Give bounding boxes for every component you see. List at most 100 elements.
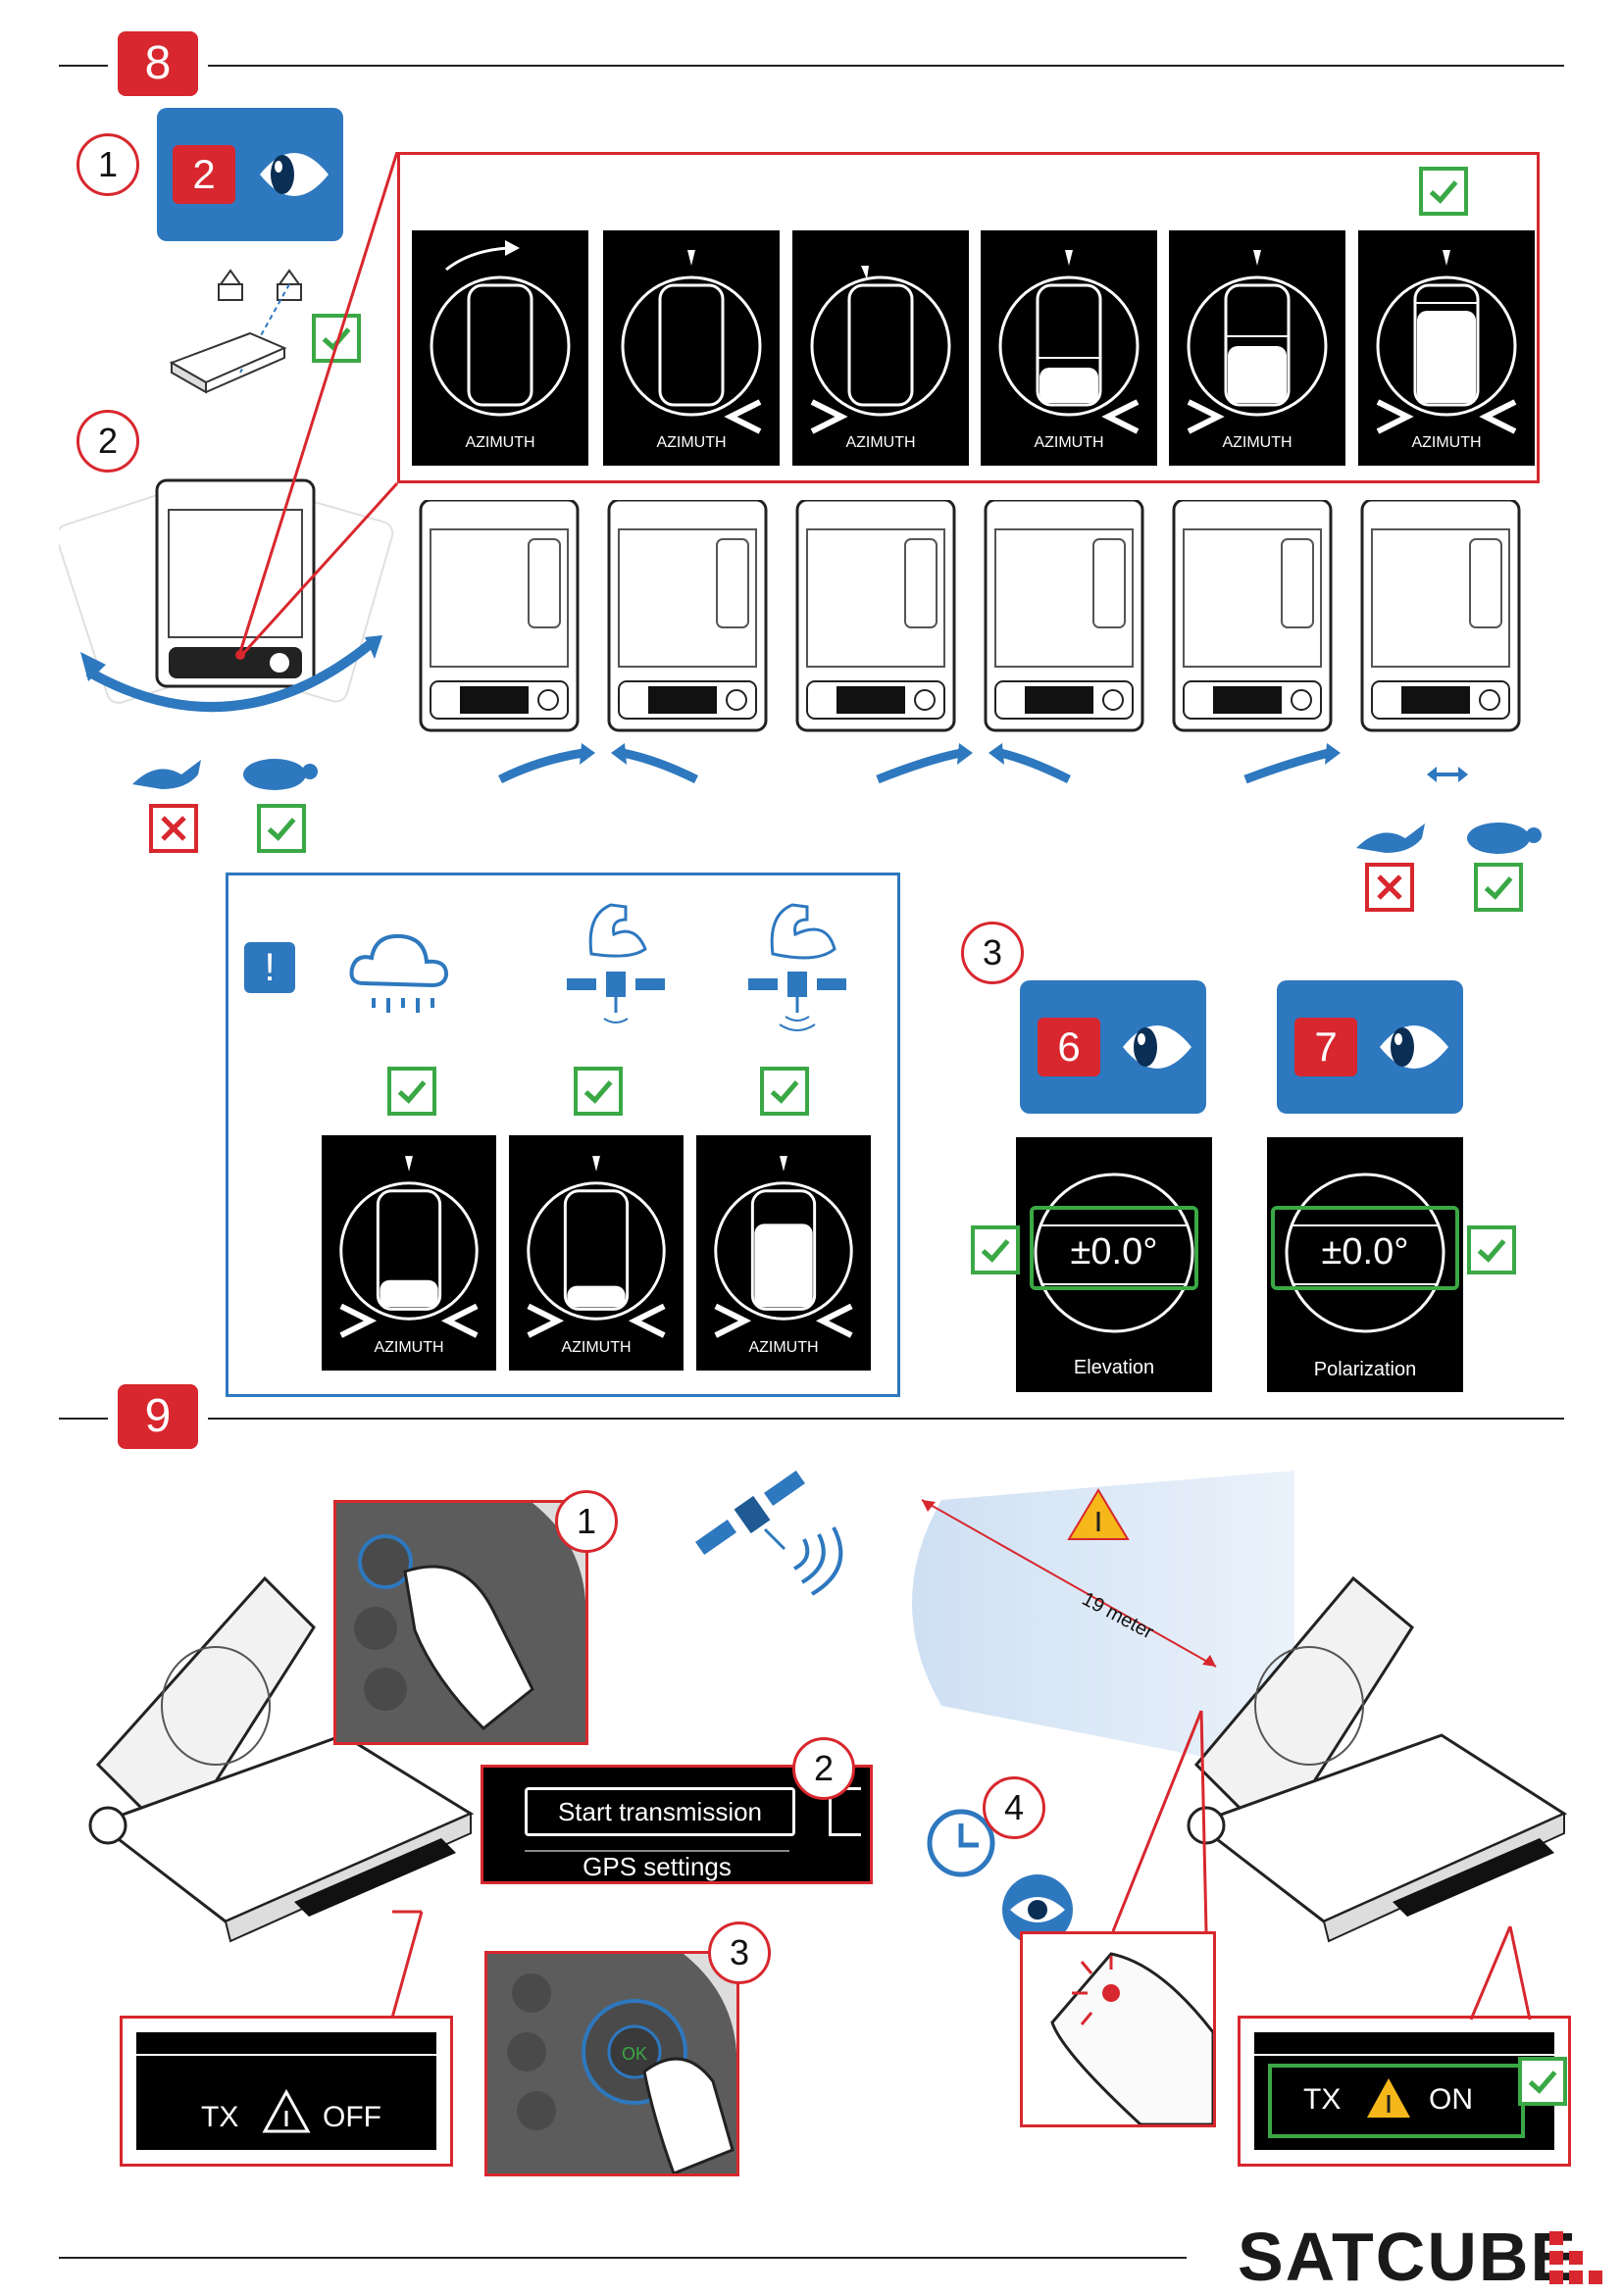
sub-step-2: 2 [76,410,139,473]
azimuth-dial-3: AZIMUTH [792,230,969,466]
check-icon [1474,863,1523,912]
x-icon [149,804,198,853]
elevation-display: ±0.0° Elevation [1016,1137,1212,1392]
step-9-badge: 9 [118,1384,198,1449]
warning-radiation-icon [262,2089,311,2133]
azimuth-label: AZIMUTH [656,434,727,451]
azimuth-dial-weak: AZIMUTH [322,1135,496,1371]
tx-on-screen: TX ON [1254,2032,1554,2150]
brand-logo-mark [1549,2231,1602,2284]
cloud-rain-icon [349,933,449,1013]
tx-on-frame: TX ON [1238,2016,1571,2167]
azimuth-dial-2: AZIMUTH [603,230,780,466]
menu-item-start-transmission[interactable]: Start transmission [525,1787,795,1836]
check-icon [387,1067,436,1116]
eye-icon [1380,1025,1448,1069]
callout-line [235,152,399,660]
eye-icon [1123,1025,1191,1069]
polarization-display: ±0.0° Polarization [1267,1137,1463,1392]
check-icon [257,804,306,853]
callout-line [1469,1925,1532,2021]
tx-off-screen: TX OFF [136,2032,436,2150]
azimuth-label: AZIMUTH [845,434,916,451]
hare-tortoise-icons [1356,823,1542,854]
signal-conditions-panel: ! AZIMUTH [226,873,900,1397]
tx-label: TX [1303,2083,1342,2116]
check-icon [971,1225,1020,1274]
led-indicator-callout [1020,1931,1216,2127]
azimuth-label: AZIMUTH [1222,434,1293,451]
callout-power-button [333,1500,588,1745]
azimuth-label: AZIMUTH [1411,434,1482,451]
hare-tortoise-icons [132,759,318,790]
eye-icon [260,153,329,196]
eye-icon [1002,1874,1073,1945]
check-icon [760,1067,809,1116]
satellite-icon [748,903,846,1031]
sub-step-1: 1 [76,133,139,196]
azimuth-label: AZIMUTH [465,434,535,451]
check-icon [312,314,361,363]
eye-badge-box: 7 [1277,980,1463,1114]
check-icon [1518,2057,1567,2106]
azimuth-sequence-frame [397,152,1540,483]
rotating-device-illustration [59,478,394,713]
callout-number-1: 1 [555,1490,618,1553]
azimuth-label: AZIMUTH [1034,434,1104,451]
divider-right [208,65,1564,67]
check-icon [1419,167,1468,216]
azimuth-dial-strong: AZIMUTH [696,1135,871,1371]
azimuth-label: AZIMUTH [561,1339,632,1356]
eye-badge-number: 7 [1294,1018,1357,1076]
tx-off-frame: TX OFF [120,2016,453,2167]
azimuth-label: AZIMUTH [748,1339,819,1356]
satellite-icon [567,903,665,1023]
polarization-highlight [1271,1206,1459,1290]
azimuth-label: AZIMUTH [374,1339,444,1356]
eye-badge-box: 2 [157,108,343,241]
polarization-value: ±0.0° [1321,1231,1409,1273]
step-8-badge: 8 [118,31,198,96]
menu-item-gps-settings[interactable]: GPS settings [525,1850,789,1881]
elevation-value: ±0.0° [1070,1231,1158,1273]
satellite-icon [695,1470,843,1596]
terminal-device-illustration [1187,1575,1568,1943]
device-rotation-sequence [419,500,1521,784]
screen-header [1254,2032,1554,2056]
azimuth-dial-6: AZIMUTH [1358,230,1535,466]
callout-line [1111,1710,1208,1932]
tx-state: ON [1429,2083,1473,2116]
azimuth-dial-4: AZIMUTH [981,230,1157,466]
sub-step-3: 3 [961,922,1024,984]
divider-right [208,1418,1564,1420]
terminal-device-illustration [88,1575,475,1943]
callout-ok-button: OK [484,1951,739,2176]
elevation-label: Elevation [1073,1357,1155,1378]
check-icon [1467,1225,1516,1274]
azimuth-dial-medium: AZIMUTH [509,1135,684,1371]
callout-line [390,1910,424,2019]
info-badge: ! [244,942,295,993]
elevation-highlight [1030,1206,1198,1290]
polarization-label: Polarization [1313,1359,1417,1380]
callout-number-3: 3 [708,1922,771,1984]
warning-radiation-icon [1367,2078,1410,2118]
tx-state: OFF [323,2101,381,2133]
device-sightline-illustration [169,269,302,394]
svg-text:OK: OK [622,2044,647,2064]
divider-left [59,65,108,67]
callout-number-4: 4 [983,1776,1045,1839]
divider-left [59,1418,108,1420]
footer-divider [59,2257,1187,2259]
azimuth-dial-5: AZIMUTH [1169,230,1345,466]
radiation-beam [912,1471,1294,1774]
azimuth-dial-1: AZIMUTH [412,230,588,466]
brand-logo-text: SATCUBE [1238,2219,1579,2295]
x-icon [1365,863,1414,912]
clock-icon [927,1809,995,1877]
eye-badge-number: 6 [1038,1018,1100,1076]
screen-header [136,2032,436,2056]
check-icon [574,1067,623,1116]
eye-badge-box: 6 [1020,980,1206,1114]
callout-number-2: 2 [792,1737,855,1800]
